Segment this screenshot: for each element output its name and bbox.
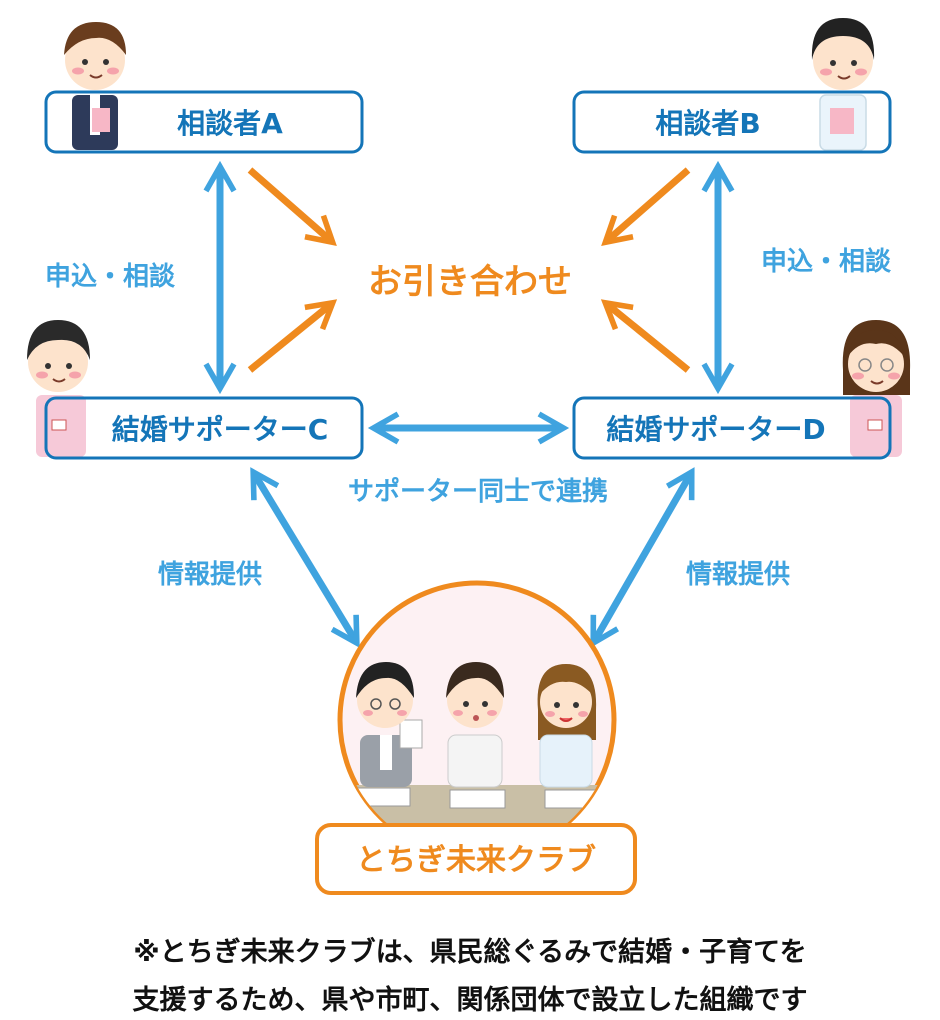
info-provide-right-label: 情報提供 <box>686 560 790 590</box>
cooperation-label: サポーター同士で連携 <box>348 476 608 507</box>
arrow-d-club <box>590 467 695 648</box>
arrow-a-intro <box>247 167 337 247</box>
consultant-b-label: 相談者B <box>655 107 760 140</box>
person-b-illustration <box>811 18 875 151</box>
apply-consult-right-label: 申込・相談 <box>761 246 892 277</box>
arrow-b-intro <box>601 167 691 247</box>
consultant-a-label: 相談者A <box>177 107 283 140</box>
supporter-c-box: 結婚サポーターC <box>44 396 364 460</box>
supporter-d-box: 結婚サポーターD <box>572 396 892 460</box>
footnote-line-1: ※とちぎ未来クラブは、県民総ぐるみで結婚・子育てを <box>133 937 807 968</box>
footnote-line-2: 支援するため、県や市町、関係団体で設立した組織です <box>132 985 808 1016</box>
club-meeting-illustration <box>337 580 617 860</box>
consultant-b-box: 相談者B <box>572 90 892 154</box>
person-a-illustration <box>64 22 126 150</box>
info-provide-left-label: 情報提供 <box>158 560 262 590</box>
introduction-label: お引き合わせ <box>368 262 572 302</box>
apply-consult-left-label: 申込・相談 <box>45 261 176 292</box>
supporter-d-label: 結婚サポーターD <box>606 413 825 446</box>
consultant-a-box: 相談者A <box>44 90 364 154</box>
club-box: とちぎ未来クラブ <box>315 823 637 895</box>
arrow-c-intro <box>247 299 338 373</box>
supporter-c-label: 結婚サポーターC <box>112 413 329 446</box>
club-label: とちぎ未来クラブ <box>356 843 596 878</box>
arrow-c-club <box>250 467 360 648</box>
arrow-d-intro <box>600 299 691 373</box>
person-c-illustration <box>27 320 90 457</box>
